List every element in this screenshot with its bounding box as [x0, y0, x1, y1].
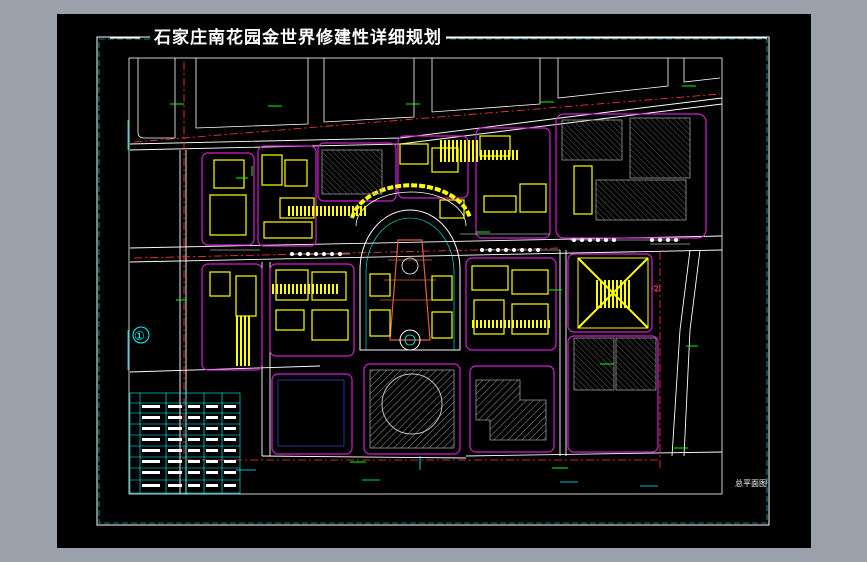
section-marker-right-text: ②	[652, 284, 661, 295]
plot-outlines	[201, 113, 707, 455]
building-infill	[236, 140, 649, 366]
statistics-table	[129, 392, 241, 494]
central-plaza	[350, 183, 472, 351]
section-marker-left-text: ①	[134, 329, 145, 343]
dimension-marks	[170, 85, 698, 469]
drawing-title: 石家庄南花园金世界修建性详细规划	[150, 27, 446, 49]
statistics-table-text	[142, 405, 236, 487]
hatched-buildings	[277, 117, 691, 449]
sheet-label: 总平面图	[735, 479, 767, 488]
tree-rows	[290, 238, 678, 256]
landscape-trees	[210, 233, 690, 255]
section-marker-left	[132, 326, 150, 344]
north-road-plots	[137, 58, 721, 139]
cyan-annotations	[127, 120, 658, 487]
drawing-frame	[57, 14, 811, 548]
